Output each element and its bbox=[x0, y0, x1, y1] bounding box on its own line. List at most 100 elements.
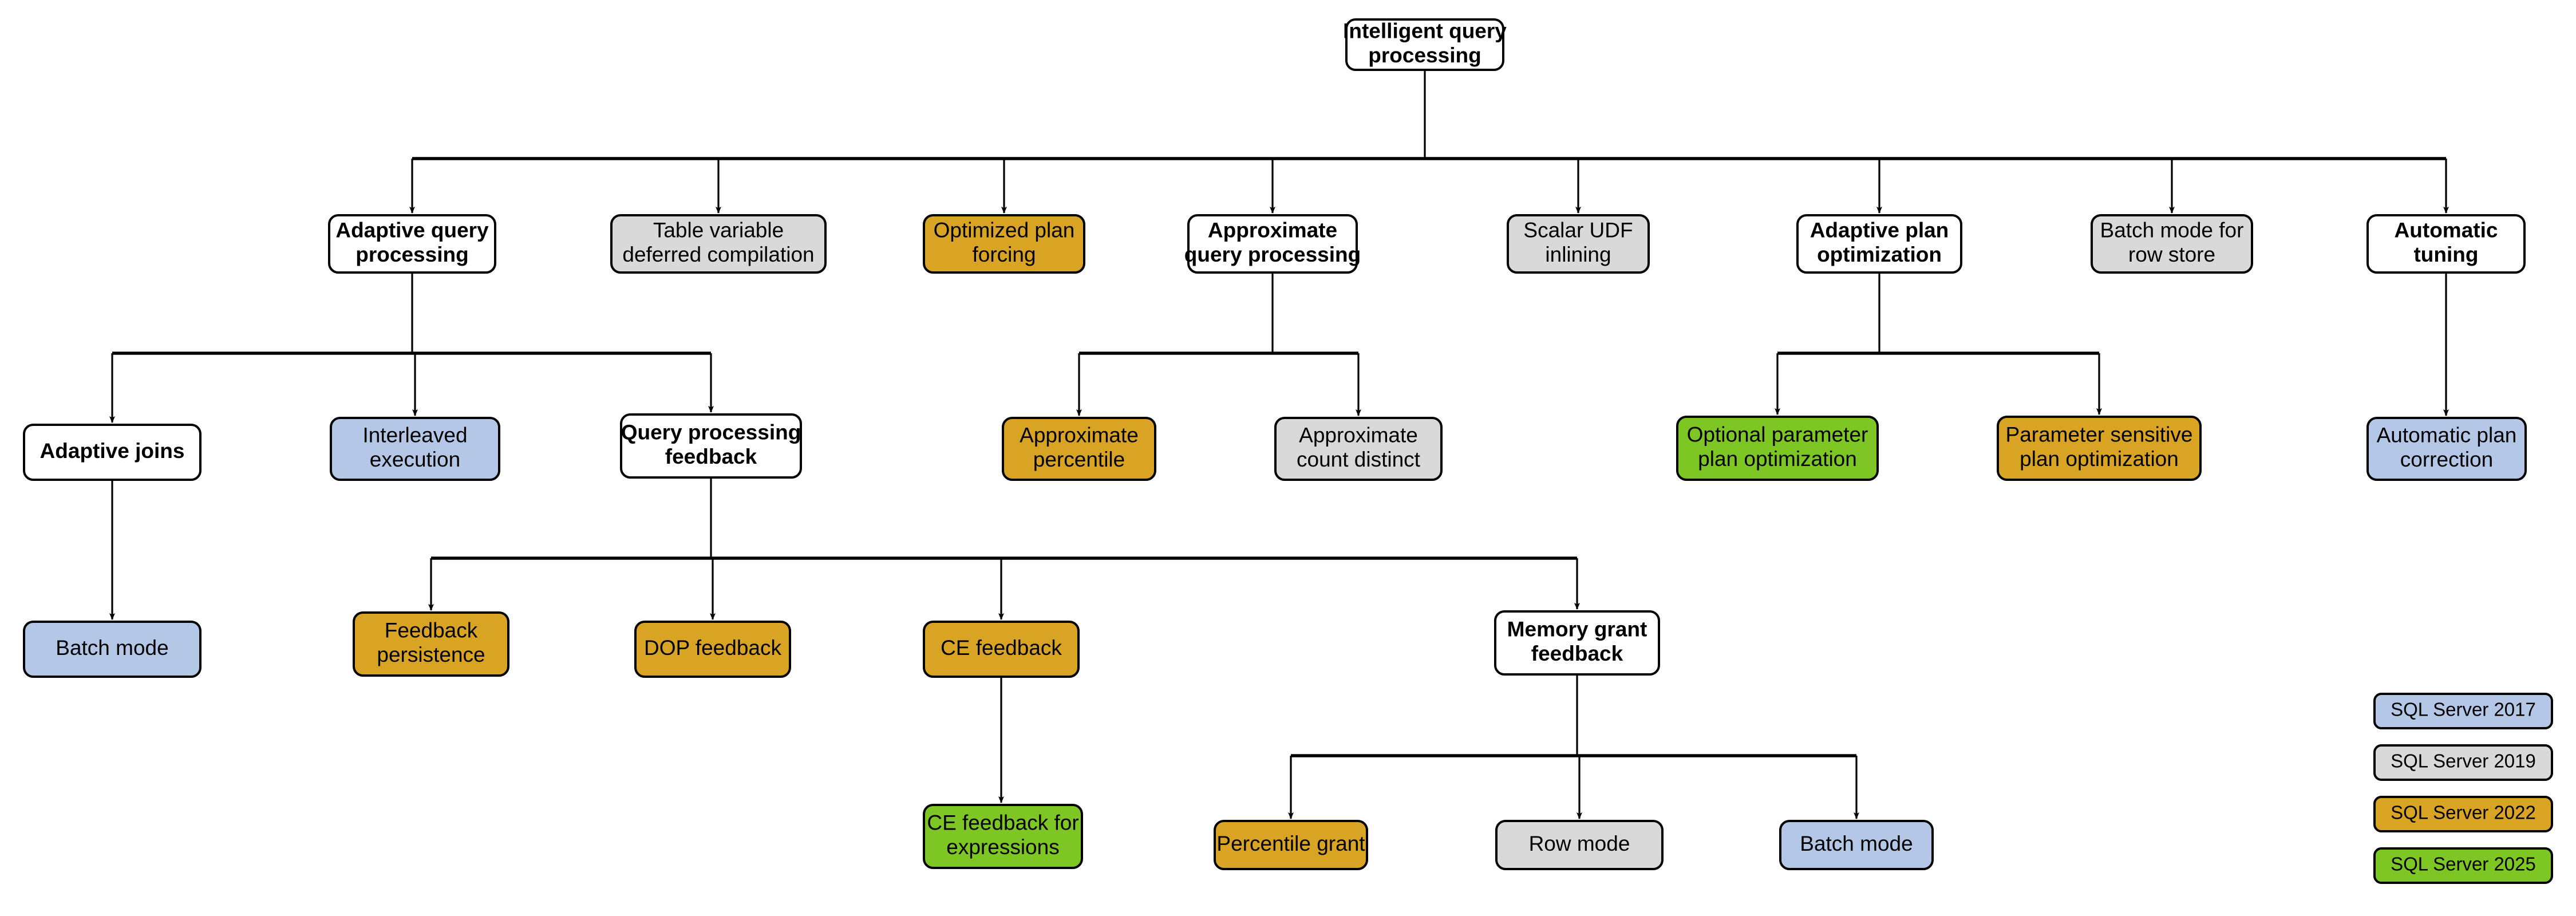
node-label-interleaved-line2: execution bbox=[370, 448, 460, 471]
node-batchmode2[interactable]: Batch mode bbox=[1779, 820, 1934, 870]
node-box-aqp[interactable] bbox=[328, 214, 496, 274]
legend-item-sql2019: SQL Server 2019 bbox=[2373, 744, 2553, 781]
connector-group-aqproc bbox=[1076, 273, 1361, 416]
node-label-fbpersist-line2: persistence bbox=[377, 643, 485, 666]
node-batchmode1[interactable]: Batch mode bbox=[23, 621, 202, 678]
node-box-oppo[interactable] bbox=[1676, 416, 1879, 481]
node-box-opf[interactable] bbox=[923, 214, 1085, 274]
node-box-cefb[interactable] bbox=[923, 621, 1080, 678]
node-label-apc-line1: Automatic plan bbox=[2377, 423, 2517, 447]
node-box-qpf[interactable] bbox=[620, 413, 802, 479]
node-label-cefbexpr-line2: expressions bbox=[946, 835, 1059, 859]
node-box-pctgrant[interactable] bbox=[1214, 820, 1368, 870]
node-label-cefbexpr-line1: CE feedback for bbox=[927, 811, 1078, 834]
node-box-apo[interactable] bbox=[1796, 214, 1962, 274]
legend-swatch-sql2019 bbox=[2373, 744, 2553, 781]
node-label-cefb-line1: CE feedback bbox=[941, 636, 1062, 660]
node-label-approxpct-line2: percentile bbox=[1033, 448, 1125, 471]
node-label-psp-line1: Parameter sensitive bbox=[2006, 423, 2193, 446]
connector-layer bbox=[109, 70, 2449, 819]
node-pctgrant[interactable]: Percentile grant bbox=[1214, 820, 1368, 870]
node-label-udf-line2: inlining bbox=[1545, 243, 1611, 266]
node-box-apc[interactable] bbox=[2366, 417, 2527, 481]
node-label-oppo-line2: plan optimization bbox=[1698, 447, 1857, 471]
node-label-adaptivejoins-line1: Adaptive joins bbox=[40, 439, 185, 463]
node-box-bmrs[interactable] bbox=[2091, 214, 2253, 274]
legend-label-sql2022: SQL Server 2022 bbox=[2391, 802, 2536, 823]
node-box-tvdc[interactable] bbox=[610, 214, 827, 274]
node-label-batchmode1-line1: Batch mode bbox=[56, 636, 168, 660]
legend-label-sql2019: SQL Server 2019 bbox=[2391, 751, 2536, 772]
node-label-root-line1: Intelligent query bbox=[1343, 19, 1507, 42]
node-dopfb[interactable]: DOP feedback bbox=[634, 621, 791, 678]
connector-group-root bbox=[409, 70, 2449, 214]
node-box-mgf[interactable] bbox=[1494, 610, 1660, 676]
node-label-approxpct-line1: Approximate bbox=[1020, 423, 1139, 447]
node-label-interleaved-line1: Interleaved bbox=[362, 423, 467, 447]
node-box-interleaved[interactable] bbox=[330, 417, 500, 481]
legend-swatch-sql2022 bbox=[2373, 796, 2553, 832]
connector-group-aqp bbox=[109, 273, 714, 423]
legend-item-sql2025: SQL Server 2025 bbox=[2373, 847, 2553, 884]
node-label-root-line2: processing bbox=[1368, 44, 1481, 67]
node-label-autotune-line1: Automatic bbox=[2395, 218, 2498, 242]
node-label-udf-line1: Scalar UDF bbox=[1523, 218, 1633, 242]
node-adaptivejoins[interactable]: Adaptive joins bbox=[23, 424, 202, 481]
node-box-udf[interactable] bbox=[1507, 214, 1650, 274]
node-label-approxcd-line1: Approximate bbox=[1299, 423, 1418, 447]
node-box-root[interactable] bbox=[1345, 18, 1504, 71]
node-rowmode[interactable]: Row mode bbox=[1495, 820, 1664, 870]
node-box-psp[interactable] bbox=[1997, 416, 2202, 481]
node-label-mgf-line2: feedback bbox=[1531, 642, 1623, 665]
legend-item-sql2017: SQL Server 2017 bbox=[2373, 693, 2553, 729]
node-box-batchmode2[interactable] bbox=[1779, 820, 1934, 870]
node-label-aqp-line1: Adaptive query bbox=[335, 218, 489, 242]
node-label-qpf-line1: Query processing bbox=[621, 420, 801, 444]
node-box-approxcd[interactable] bbox=[1274, 417, 1443, 481]
node-label-dopfb-line1: DOP feedback bbox=[644, 636, 781, 660]
node-label-rowmode-line1: Row mode bbox=[1529, 832, 1630, 855]
legend-swatch-sql2017 bbox=[2373, 693, 2553, 729]
node-label-fbpersist-line1: Feedback bbox=[385, 618, 478, 642]
node-box-autotune[interactable] bbox=[2366, 214, 2526, 274]
node-box-batchmode1[interactable] bbox=[23, 621, 202, 678]
node-label-tvdc-line1: Table variable bbox=[653, 218, 784, 242]
connector-group-mgf bbox=[1288, 674, 1859, 819]
node-box-adaptivejoins[interactable] bbox=[23, 424, 202, 481]
node-box-aqproc[interactable] bbox=[1187, 214, 1358, 274]
node-label-batchmode2-line1: Batch mode bbox=[1800, 832, 1913, 855]
connector-group-apo bbox=[1775, 273, 2102, 415]
node-label-qpf-line2: feedback bbox=[665, 445, 757, 468]
node-box-fbpersist[interactable] bbox=[353, 611, 509, 677]
node-box-approxpct[interactable] bbox=[1002, 417, 1156, 481]
node-box-dopfb[interactable] bbox=[634, 621, 791, 678]
node-cefb[interactable]: CE feedback bbox=[923, 621, 1080, 678]
node-label-psp-line2: plan optimization bbox=[2020, 447, 2179, 471]
node-box-cefbexpr[interactable] bbox=[923, 804, 1083, 869]
node-label-aqproc-line1: Approximate bbox=[1208, 218, 1337, 242]
legend-label-sql2017: SQL Server 2017 bbox=[2391, 699, 2536, 720]
node-box-rowmode[interactable] bbox=[1495, 820, 1664, 870]
node-label-apo-line1: Adaptive plan bbox=[1810, 218, 1949, 242]
